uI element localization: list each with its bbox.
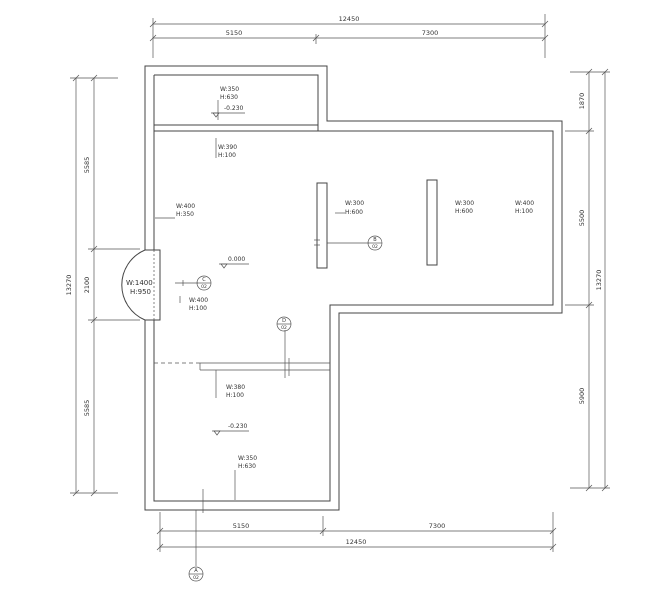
right-dimension-chain: 1870 5500 5900 13270	[565, 68, 610, 492]
top-total-dimension: 12450	[339, 15, 360, 23]
beam-markings	[154, 100, 369, 566]
section-c-letter: C	[202, 277, 206, 283]
upper-beam-width: W:390	[218, 144, 237, 151]
top-right-dimension: 7300	[422, 29, 439, 37]
left-dimension-chain: 5585 2100 5585 13270	[65, 74, 140, 497]
bay-beam-height: H:100	[189, 305, 207, 312]
top-level-label: -0.230	[224, 105, 244, 112]
upper-beam-height: H:100	[218, 152, 236, 159]
opening-labels: W:350 H:630 W:390 H:100 W:400 H:350 W:30…	[126, 86, 534, 470]
bay-window-outline	[121, 249, 146, 321]
level-marker-bottom: -0.230	[212, 423, 249, 436]
section-marker-a: A 02	[188, 566, 204, 582]
right-mid-dimension: 5500	[578, 210, 586, 227]
section-a-sheet: 02	[193, 575, 199, 581]
left-beam-height: H:350	[176, 211, 194, 218]
top-dimension-chain: 12450 5150 7300	[149, 14, 549, 58]
column1-height: H:600	[345, 209, 363, 216]
top-left-dimension: 5150	[226, 29, 243, 37]
column2-height: H:600	[455, 208, 473, 215]
section-marker-b: B 02	[367, 235, 383, 251]
level-marker-main: 0.000	[219, 256, 249, 269]
left-mid-dimension: 2100	[83, 277, 91, 294]
section-a-letter: A	[194, 568, 198, 574]
left-total-dimension: 13270	[65, 275, 73, 296]
bottom-level-label: -0.230	[228, 423, 248, 430]
top-recess-height: H:630	[220, 94, 238, 101]
top-recess-width: W:350	[220, 86, 239, 93]
left-top-dimension: 5585	[83, 157, 91, 174]
bottom-dimension-chain: 5150 7300 12450	[156, 512, 557, 552]
walls	[121, 65, 563, 511]
section-marker-c: C 02	[196, 275, 212, 291]
left-bottom-dimension: 5585	[83, 400, 91, 417]
bay-width: W:1400	[126, 279, 153, 287]
section-d-sheet: 02	[281, 325, 287, 331]
bay-beam-width: W:400	[189, 297, 208, 304]
section-d-letter: D	[282, 318, 286, 324]
inner-wall-outline	[153, 74, 554, 502]
lower-beam-height: H:100	[226, 392, 244, 399]
right-top-dimension: 1870	[578, 93, 586, 110]
right-beam-width: W:400	[515, 200, 534, 207]
column-1	[316, 182, 328, 269]
section-b-letter: B	[373, 237, 377, 243]
section-c-sheet: 02	[201, 284, 207, 290]
outer-wall-outline	[144, 65, 563, 511]
right-bottom-dimension: 5900	[578, 388, 586, 405]
lower-beam-width: W:380	[226, 384, 245, 391]
column1-width: W:300	[345, 200, 364, 207]
bottom-left-dimension: 5150	[233, 522, 250, 530]
bottom-right-dimension: 7300	[429, 522, 446, 530]
bottom-recess-width: W:350	[238, 455, 257, 462]
right-beam-height: H:100	[515, 208, 533, 215]
section-marker-d: D 02	[276, 316, 292, 332]
column2-width: W:300	[455, 200, 474, 207]
column-2	[426, 179, 438, 266]
left-beam-width: W:400	[176, 203, 195, 210]
bottom-total-dimension: 12450	[346, 538, 367, 546]
level-marker-top: -0.230	[211, 105, 245, 118]
level-markers: -0.230 0.000 -0.230	[211, 105, 249, 436]
bottom-recess-height: H:630	[238, 463, 256, 470]
bay-height: H:950	[130, 288, 151, 296]
section-b-sheet: 02	[372, 244, 378, 250]
main-level-label: 0.000	[228, 256, 245, 263]
right-total-dimension: 13270	[595, 270, 603, 291]
